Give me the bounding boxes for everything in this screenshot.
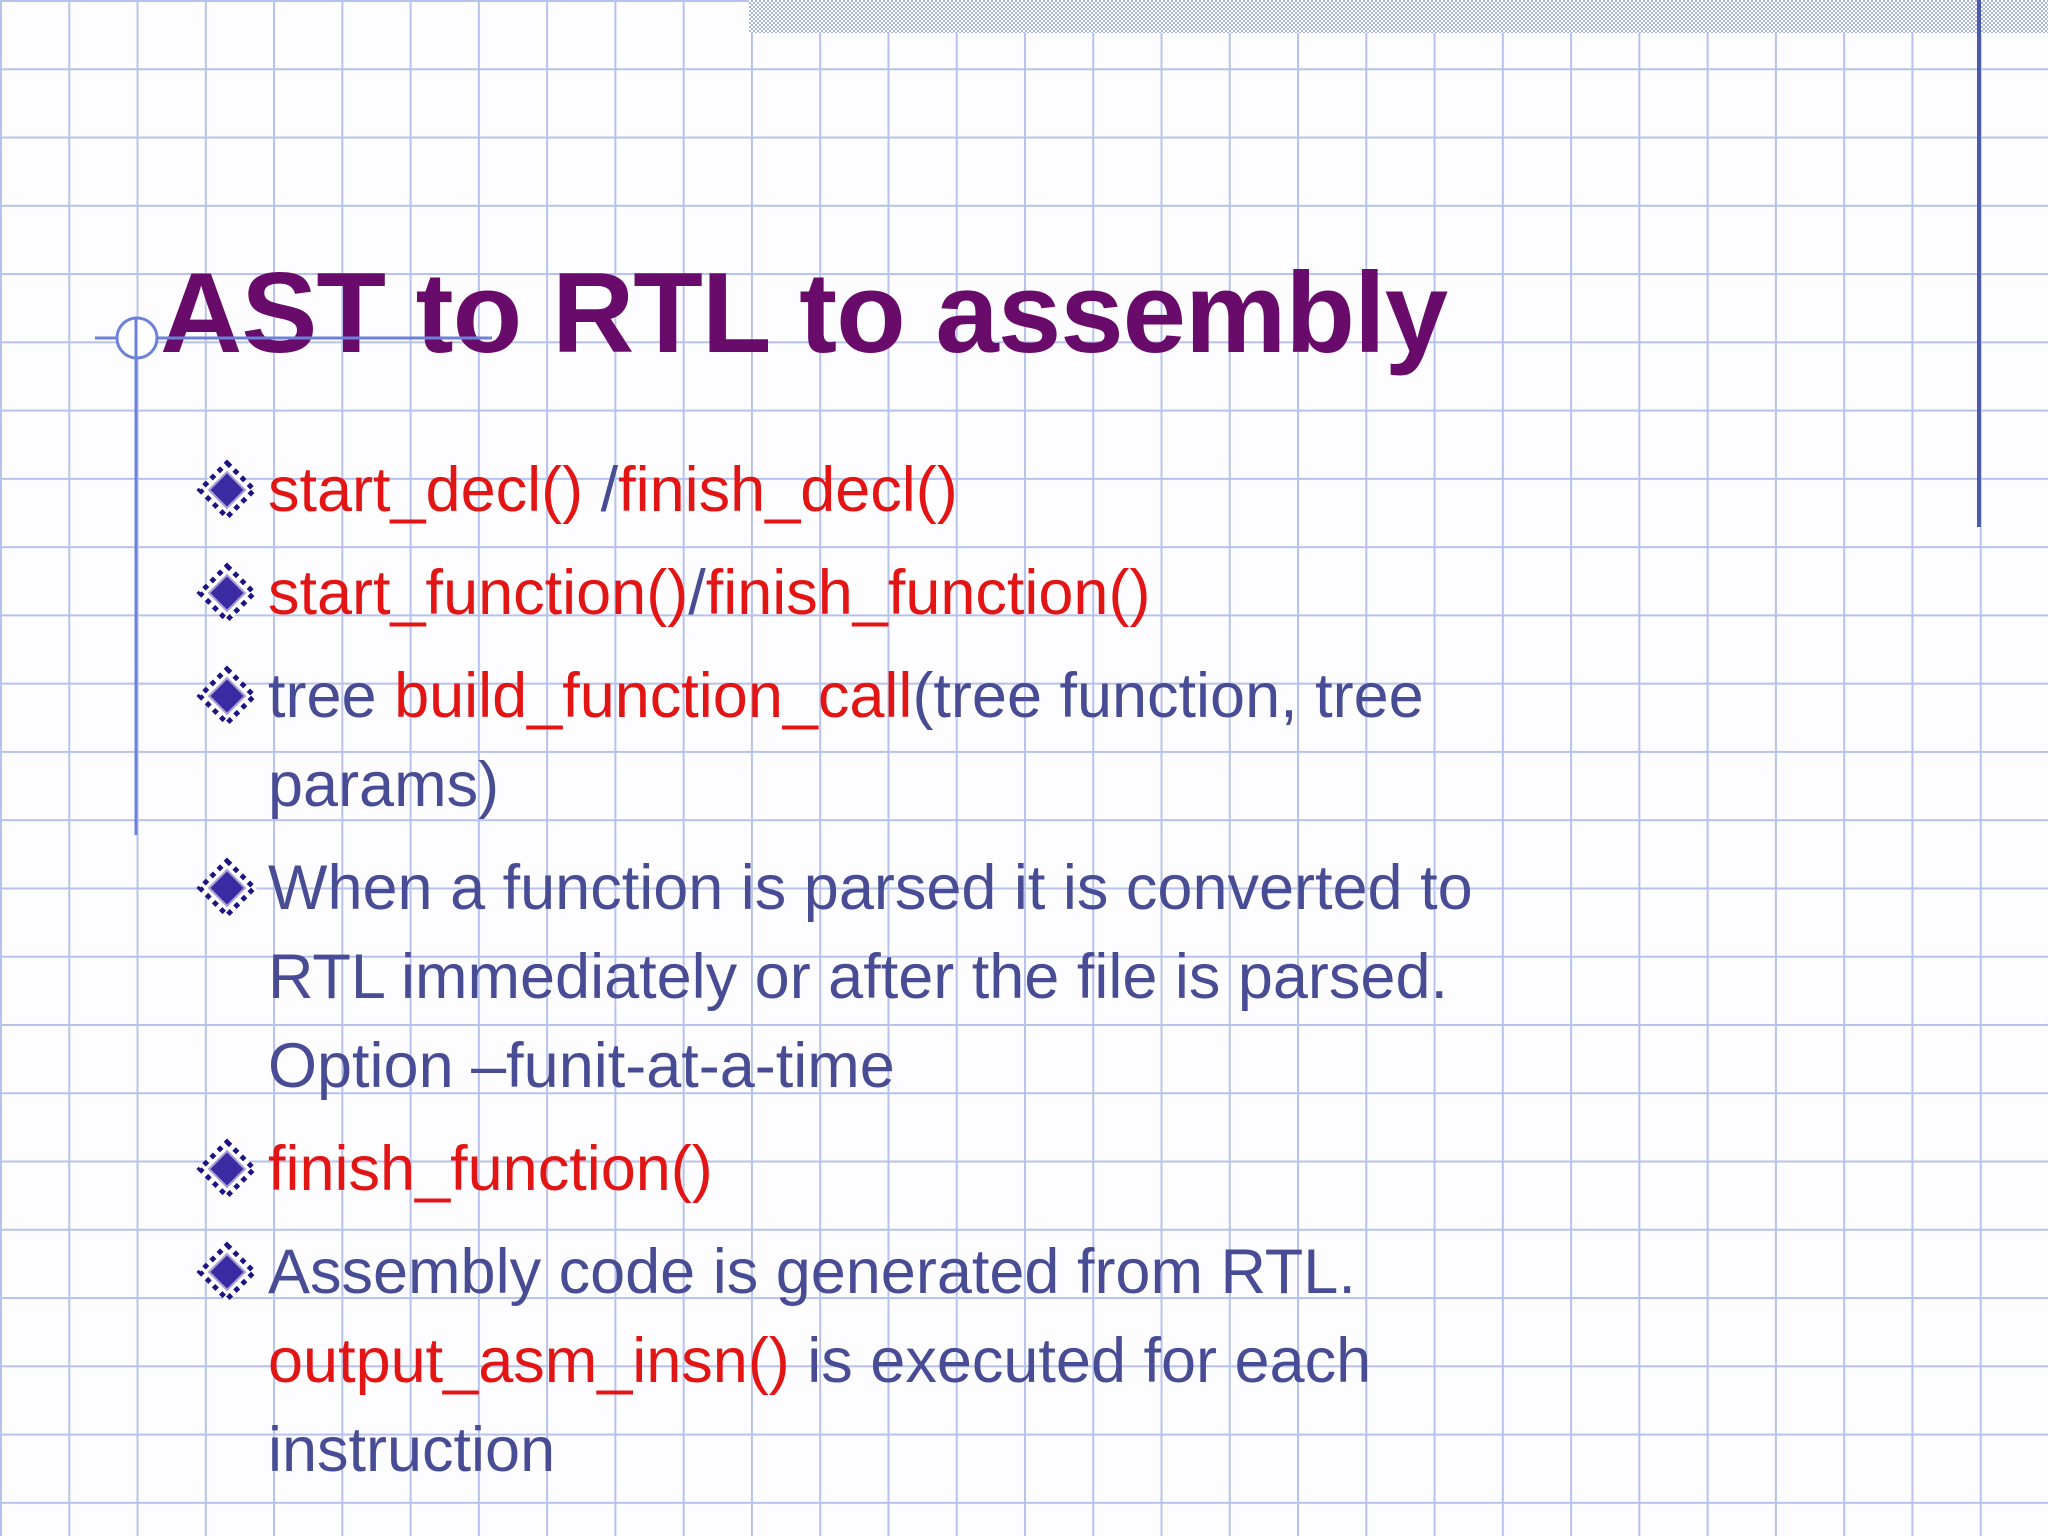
compass-ornament	[95, 316, 492, 835]
diamond-bullet-icon	[196, 1138, 258, 1200]
bullet-item: start_decl() /finish_decl()	[196, 446, 1908, 535]
text-segment: instruction	[268, 1415, 556, 1485]
diamond-bullet-icon	[196, 857, 258, 919]
text-segment: start_function()	[268, 558, 689, 628]
bullet-item: When a function is parsed it is converte…	[196, 844, 1908, 1111]
text-segment: tree	[268, 661, 395, 731]
bullet-line: instruction	[268, 1406, 1908, 1495]
text-segment: (tree function, tree	[912, 661, 1424, 731]
text-segment: params)	[268, 750, 500, 820]
bullet-item: tree build_function_call(tree function, …	[196, 652, 1908, 830]
bullet-line: Assembly code is generated from RTL.	[268, 1228, 1908, 1317]
bullet-item: finish_function()	[196, 1125, 1908, 1214]
text-segment: start_decl()	[268, 455, 601, 525]
bullet-list: start_decl() /finish_decl() start_functi…	[196, 446, 1908, 1509]
text-segment: build_function_call	[394, 661, 913, 731]
diamond-bullet-icon	[196, 665, 258, 727]
right-accent-line	[1977, 0, 1981, 527]
bullet-line: RTL immediately or after the file is par…	[268, 933, 1908, 1022]
bullet-line: Option –funit-at-a-time	[268, 1022, 1908, 1111]
diamond-bullet-icon	[196, 562, 258, 624]
bullet-line: start_decl() /finish_decl()	[268, 446, 1908, 535]
bullet-line: When a function is parsed it is converte…	[268, 844, 1908, 933]
diamond-bullet-icon	[196, 459, 258, 521]
halftone-band	[749, 0, 2048, 33]
bullet-line: start_function()/finish_function()	[268, 549, 1908, 638]
bullet-item: start_function()/finish_function()	[196, 549, 1908, 638]
text-segment: Option –funit-at-a-time	[268, 1031, 895, 1101]
text-segment: RTL immediately or after the file is par…	[268, 942, 1448, 1012]
bullet-line: output_asm_insn() is executed for each	[268, 1317, 1908, 1406]
text-segment: finish_function()	[268, 1134, 713, 1204]
bullet-line: finish_function()	[268, 1125, 1908, 1214]
bullet-line: tree build_function_call(tree function, …	[268, 652, 1908, 741]
diamond-bullet-icon	[196, 1241, 258, 1303]
text-segment: is executed for each	[789, 1326, 1372, 1396]
slide-title: AST to RTL to assembly	[160, 250, 1448, 378]
text-segment: When a function is parsed it is converte…	[268, 853, 1473, 923]
bullet-item: Assembly code is generated from RTL. outp…	[196, 1228, 1908, 1495]
text-segment: finish_function()	[705, 558, 1151, 628]
bullet-line: params)	[268, 741, 1908, 830]
text-segment: finish_decl()	[618, 455, 958, 525]
text-segment: output_asm_insn()	[268, 1326, 790, 1396]
text-segment: Assembly code is generated from RTL.	[268, 1237, 1356, 1307]
text-segment: /	[688, 558, 706, 628]
text-segment: /	[600, 455, 619, 525]
